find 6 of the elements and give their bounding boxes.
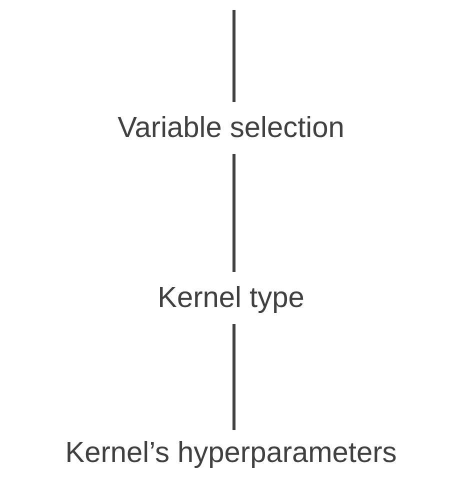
- connector-line: [232, 10, 236, 102]
- connector-line: [232, 154, 236, 272]
- step-label: Variable selection: [0, 102, 462, 154]
- connector-line: [232, 324, 236, 430]
- step-label: Kernel type: [0, 272, 462, 324]
- step-label: Kernel’s hyperparameters: [0, 430, 462, 476]
